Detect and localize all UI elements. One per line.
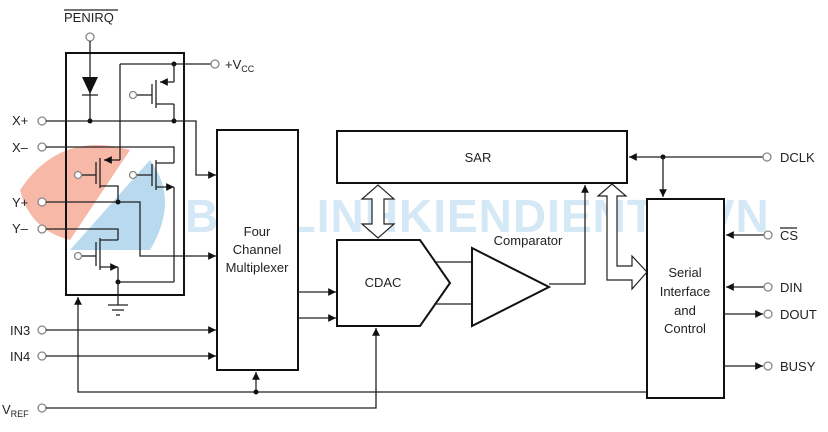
pin-din[interactable]: [763, 282, 773, 292]
pin-y-minus[interactable]: [37, 224, 47, 234]
pin-cs[interactable]: [763, 230, 773, 240]
pin-x-minus[interactable]: [37, 142, 47, 152]
pin-label-cs: CS: [780, 228, 798, 243]
pin-vcc[interactable]: [210, 59, 220, 69]
pin-label-in3: IN3: [10, 323, 30, 338]
comparator: [471, 246, 552, 328]
sar-label: SAR: [465, 150, 492, 165]
pin-label-y-plus: Y+: [12, 195, 28, 210]
pin-label-dclk: DCLK: [780, 150, 815, 165]
pin-label-dout: DOUT: [780, 307, 817, 322]
transistor-icon: [73, 238, 118, 271]
pin-in4[interactable]: [37, 351, 47, 361]
touch-switch-block: [65, 52, 185, 296]
serial-label: and: [674, 303, 696, 318]
mux-label: Multiplexer: [226, 260, 290, 275]
pin-label-din: DIN: [780, 280, 802, 295]
pin-label-vcc: +VCC: [225, 57, 255, 74]
pin-x-plus[interactable]: [37, 116, 47, 126]
pin-label-busy: BUSY: [780, 359, 816, 374]
pin-vref[interactable]: [37, 403, 47, 413]
pin-label-in4: IN4: [10, 349, 30, 364]
pin-y-plus[interactable]: [37, 197, 47, 207]
pin-dout[interactable]: [763, 309, 773, 319]
transistor-icon: [73, 156, 175, 202]
cdac-label: CDAC: [365, 275, 402, 290]
pin-label-x-plus: X+: [12, 113, 28, 128]
pin-in3[interactable]: [37, 325, 47, 335]
ground-icon: [108, 304, 128, 316]
pin-label-x-minus: X–: [12, 140, 29, 155]
bus-double-arrow: [360, 184, 396, 239]
transistor-icon: [128, 64, 175, 121]
serial-label: Serial: [668, 265, 701, 280]
mux-label: Channel: [233, 242, 282, 257]
pin-label-y-minus: Y–: [12, 221, 29, 236]
comparator-label: Comparator: [494, 233, 563, 248]
four-channel-multiplexer: [216, 129, 299, 371]
pin-busy[interactable]: [763, 361, 773, 371]
mux-label: Four: [244, 224, 271, 239]
pin-label-penirq: PENIRQ: [64, 10, 114, 25]
serial-interface-block: [646, 198, 725, 399]
serial-label: Control: [664, 321, 706, 336]
diode-icon: [82, 77, 98, 94]
pin-label-vref: VREF: [2, 402, 29, 419]
pin-penirq[interactable]: [85, 32, 95, 42]
sar-block: [336, 130, 628, 184]
serial-label: Interface: [660, 284, 711, 299]
pin-dclk[interactable]: [762, 152, 772, 162]
